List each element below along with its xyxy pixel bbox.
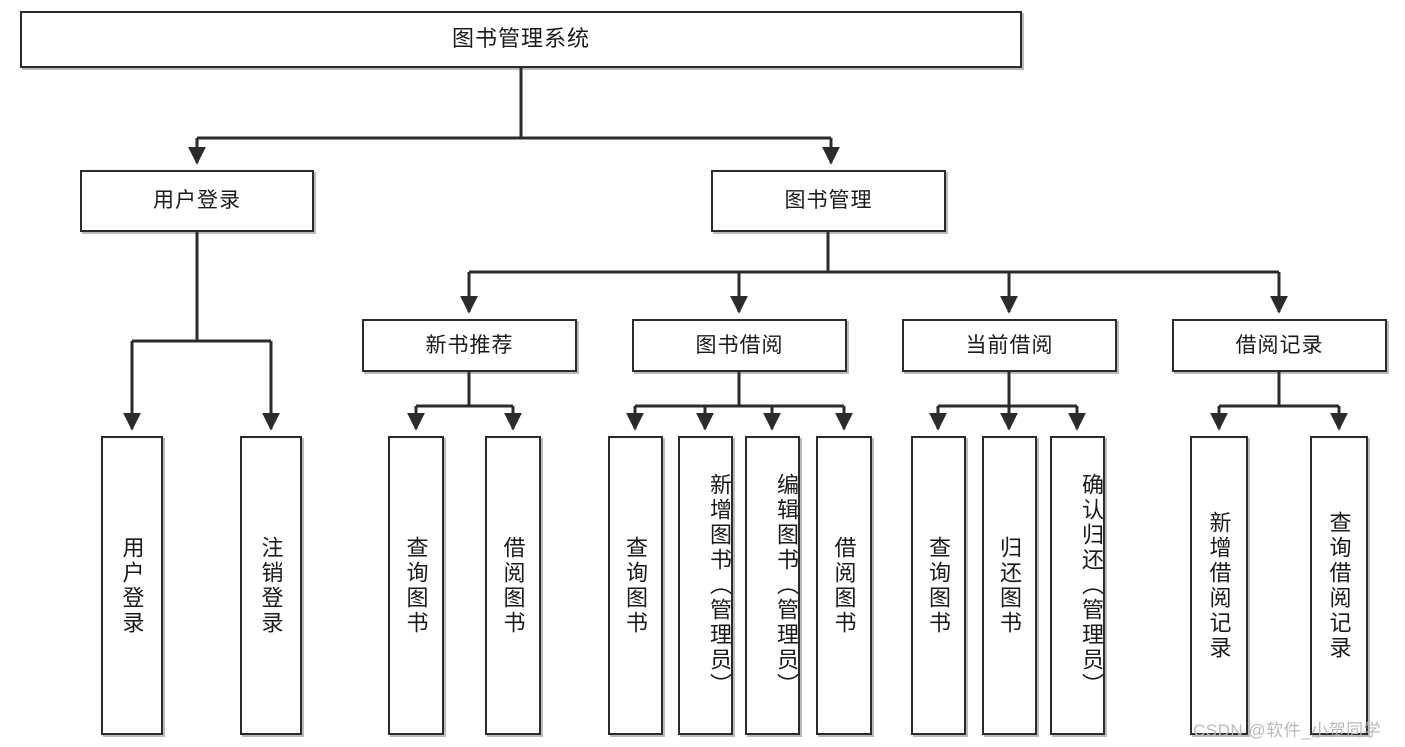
leaf-query-borrow-record[interactable]: 查询借阅记录 <box>1310 436 1368 735</box>
node-root-system[interactable]: 图书管理系统 <box>20 11 1022 68</box>
leaf-user-login[interactable]: 用户登录 <box>101 436 163 735</box>
leaf-confirm-return-admin[interactable]: 确认归还（管理员） <box>1050 436 1105 735</box>
leaf-add-borrow-record[interactable]: 新增借阅记录 <box>1190 436 1248 735</box>
node-book-borrow[interactable]: 图书借阅 <box>632 319 847 372</box>
leaf-add-book-admin[interactable]: 新增图书（管理员） <box>678 436 733 735</box>
leaf-query-book-borrow[interactable]: 查询图书 <box>608 436 663 735</box>
node-book-manage[interactable]: 图书管理 <box>711 170 946 232</box>
node-borrow-record[interactable]: 借阅记录 <box>1172 319 1387 372</box>
leaf-user-logout[interactable]: 注销登录 <box>240 436 302 735</box>
leaf-borrow-book[interactable]: 借阅图书 <box>816 436 872 735</box>
node-new-book-recommend[interactable]: 新书推荐 <box>362 319 577 372</box>
leaf-return-book[interactable]: 归还图书 <box>982 436 1037 735</box>
leaf-query-book-current[interactable]: 查询图书 <box>911 436 966 735</box>
node-user-login[interactable]: 用户登录 <box>80 170 314 232</box>
node-current-borrow[interactable]: 当前借阅 <box>902 319 1117 372</box>
leaf-query-book-recommend[interactable]: 查询图书 <box>388 436 444 735</box>
leaf-borrow-book-recommend[interactable]: 借阅图书 <box>485 436 541 735</box>
leaf-edit-book-admin[interactable]: 编辑图书（管理员） <box>745 436 800 735</box>
